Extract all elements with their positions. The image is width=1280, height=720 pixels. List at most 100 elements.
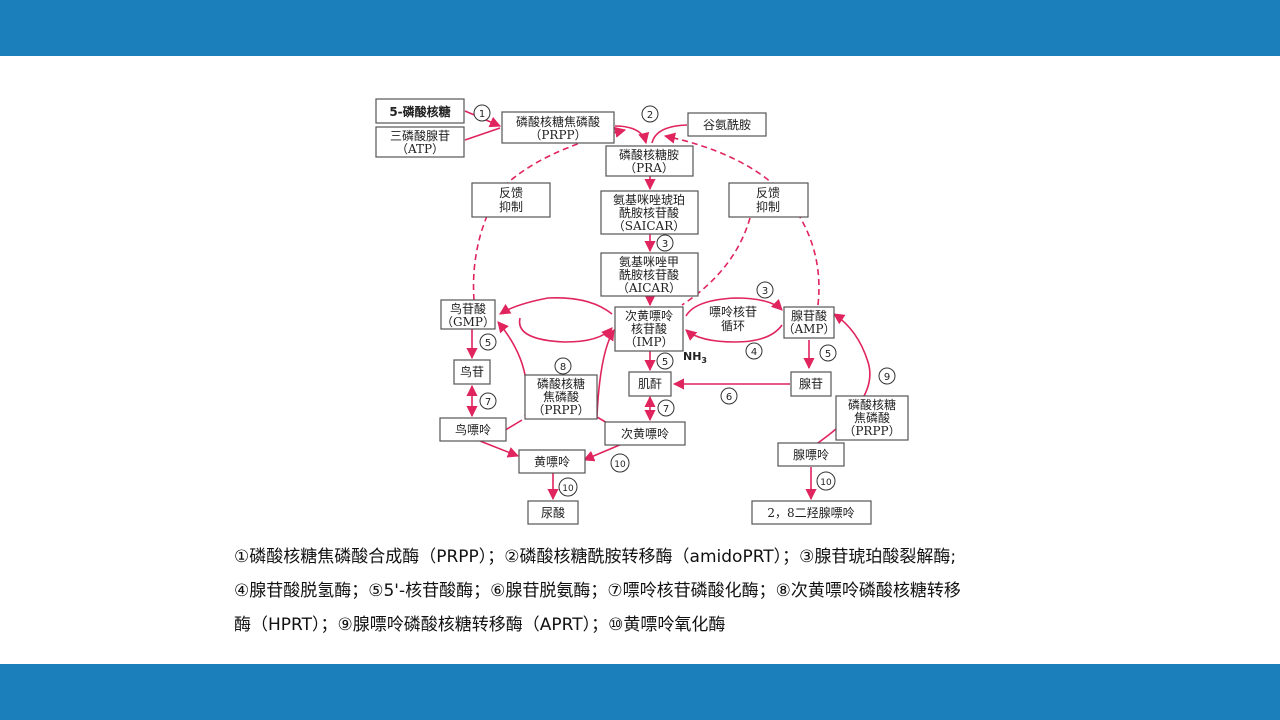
edge-atp-prpp — [464, 127, 501, 141]
enzyme-legend: ①磷酸核糖焦磷酸合成酶（PRPP）；②磷酸核糖酰胺转移酶（amidoPRT）；③… — [234, 540, 1054, 642]
step-10a-label: 10 — [614, 460, 626, 470]
step-7b: 7 — [657, 399, 675, 417]
node-amp-line2: （AMP） — [782, 322, 835, 336]
node-imp-line2: 核苷酸 — [631, 321, 667, 336]
nh3-label-main: NH — [683, 350, 701, 363]
node-cycle-line2: 循环 — [721, 319, 745, 333]
node-prpp-left: 磷酸核糖焦磷酸（PRPP） — [524, 374, 598, 420]
step-2: 2 — [641, 105, 659, 123]
node-xanthine: 黄嘌呤 — [518, 449, 586, 474]
node-feedback-left-line2: 抑制 — [499, 199, 523, 214]
step-4: 4 — [745, 342, 763, 360]
step-9-label: 9 — [884, 372, 890, 383]
node-prpp-left-line3: （PRPP） — [532, 403, 589, 417]
node-prpp-left-line1: 磷酸核糖 — [537, 376, 585, 391]
step-7a-label: 7 — [485, 397, 491, 408]
node-pra-line2: （PRA） — [624, 161, 674, 175]
node-imp-line3: （IMP） — [624, 335, 673, 349]
node-guanosine: 鸟苷 — [453, 359, 491, 385]
node-gmp: 鸟苷酸（GMP） — [440, 299, 496, 330]
edge-guanine-gmp — [497, 321, 528, 417]
node-xanthine-line1: 黄嘌呤 — [534, 454, 570, 469]
node-gln: 谷氨酰胺 — [687, 112, 767, 137]
node-prpp-line1: 磷酸核糖焦磷酸 — [516, 114, 600, 129]
step-5b: 5 — [656, 352, 674, 370]
node-uric-acid-line1: 尿酸 — [541, 505, 565, 520]
node-adenine: 腺嘌呤 — [777, 442, 845, 467]
bottom-banner — [0, 664, 1280, 720]
edge-gmp-imp-lower — [518, 317, 613, 343]
node-prpp-line2: （PRPP） — [529, 128, 586, 142]
node-guanosine-line1: 鸟苷 — [460, 364, 484, 379]
node-prpp-right-line3: （PRPP） — [843, 424, 900, 438]
step-3b: 3 — [756, 281, 774, 299]
node-prpp-right-line2: 焦磷酸 — [854, 410, 890, 425]
step-1-label: 1 — [479, 109, 485, 120]
edge-imp-gmp-upper — [499, 297, 613, 315]
legend-line-3: 酶（HPRT）；⑨腺嘌呤磷酸核糖转移酶（APRT）；⑩黄嘌呤氧化酶 — [234, 615, 726, 635]
node-hypoxanthine-line1: 次黄嘌呤 — [621, 426, 669, 441]
node-saicar-line1: 氨基咪唑琥珀 — [613, 193, 685, 207]
edge-gln-pra — [651, 124, 688, 144]
node-prpp-right-line1: 磷酸核糖 — [848, 397, 896, 412]
edge-imp-amp-upper — [685, 297, 783, 317]
node-aicar-line1: 氨基咪唑甲 — [619, 255, 679, 269]
step-8-label: 8 — [560, 362, 566, 373]
pathway-edges — [464, 110, 871, 501]
node-dha: 2，8二羟腺嘌呤 — [751, 500, 872, 525]
step-8: 8 — [554, 357, 572, 375]
legend-line-1: ①磷酸核糖焦磷酸合成酶（PRPP）；②磷酸核糖酰胺转移酶（amidoPRT）；③… — [234, 547, 957, 567]
node-prpp: 磷酸核糖焦磷酸（PRPP） — [501, 111, 615, 144]
node-atp-line1: 三磷酸腺苷 — [390, 128, 450, 143]
node-guanine-line1: 鸟嘌呤 — [455, 422, 491, 437]
edge-guanine-xanthine — [479, 440, 520, 458]
node-dha-line1: 2，8二羟腺嘌呤 — [767, 505, 854, 520]
step-7a: 7 — [479, 392, 497, 410]
step-3a: 3 — [656, 234, 674, 252]
node-guanine: 鸟嘌呤 — [439, 417, 507, 442]
step-5c-label: 5 — [825, 349, 831, 360]
edge-prpp-pra — [614, 125, 650, 145]
node-feedback-right-line2: 抑制 — [756, 199, 780, 214]
node-r5p: 5-磷酸核糖 — [375, 98, 465, 124]
node-pra-line1: 磷酸核糖胺 — [619, 147, 679, 162]
edge-amp-imp-lower — [685, 324, 783, 343]
legend-line-2: ④腺苷酸脱氢酶；⑤5'-核苷酸酶；⑥腺苷脱氨酶；⑦嘌呤核苷磷酸化酶；⑧次黄嘌呤磷… — [234, 581, 961, 601]
node-amp-line1: 腺苷酸 — [791, 308, 827, 323]
step-5a: 5 — [479, 333, 497, 351]
top-banner — [0, 0, 1280, 56]
node-gmp-line2: （GMP） — [441, 315, 495, 329]
node-inosine: 肌酐 — [628, 371, 672, 397]
node-gln-line1: 谷氨酰胺 — [703, 118, 751, 132]
step-9: 9 — [878, 367, 896, 385]
step-5c: 5 — [819, 344, 837, 362]
node-saicar-line2: 酰胺核苷酸 — [619, 205, 679, 220]
nh3-label-sub: 3 — [701, 356, 707, 365]
step-markers: 1 2 3 3 4 5 5 5 6 7 7 8 9 10 10 10 — [473, 104, 896, 497]
node-feedback-right-line1: 反馈 — [756, 186, 780, 200]
step-10b: 10 — [558, 477, 578, 497]
step-10a: 10 — [610, 453, 630, 473]
step-6-label: 6 — [726, 392, 732, 403]
node-gmp-line1: 鸟苷酸 — [450, 301, 486, 316]
step-1: 1 — [473, 104, 491, 122]
step-3a-label: 3 — [662, 239, 668, 250]
node-prpp-left-line2: 焦磷酸 — [543, 389, 579, 404]
node-atp-line2: （ATP） — [396, 142, 444, 156]
edge-hypoxanthine-xanthine — [582, 443, 623, 462]
step-5a-label: 5 — [485, 338, 491, 349]
node-hypoxanthine: 次黄嘌呤 — [604, 421, 686, 446]
step-10c: 10 — [816, 471, 836, 491]
step-5b-label: 5 — [662, 357, 668, 368]
node-prpp-right: 磷酸核糖焦磷酸（PRPP） — [835, 395, 909, 441]
node-aicar-line2: 酰胺核苷酸 — [619, 267, 679, 282]
step-10c-label: 10 — [820, 478, 832, 488]
node-r5p-line1: 5-磷酸核糖 — [389, 104, 450, 119]
node-imp-line1: 次黄嘌呤 — [625, 308, 673, 323]
node-uric-acid: 尿酸 — [527, 500, 579, 525]
